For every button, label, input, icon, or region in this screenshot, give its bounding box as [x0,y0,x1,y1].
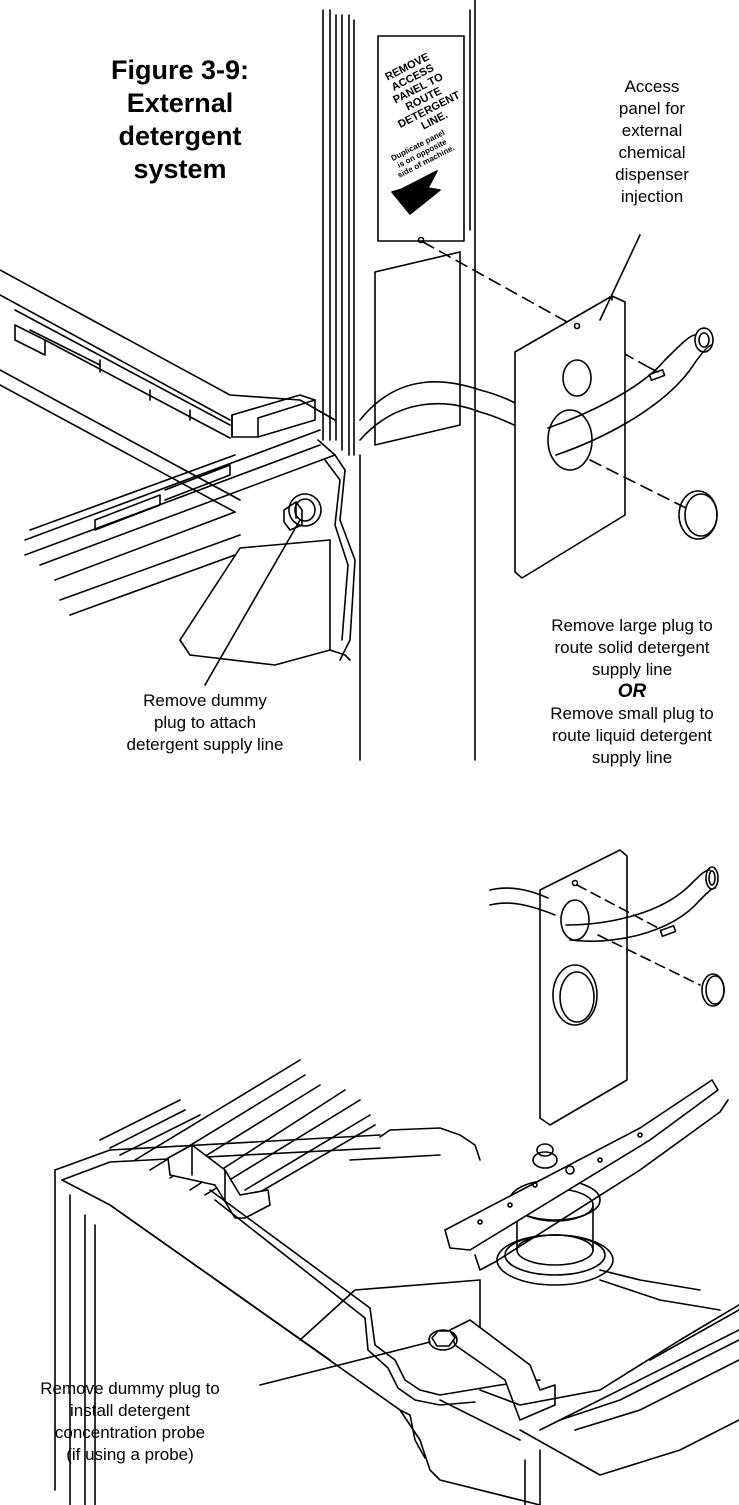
callout-plug-options: Remove large plug to route solid deterge… [532,615,732,769]
callout-line: plug to attach [153,713,257,732]
machine-frame-rack [0,269,356,666]
callout-line: chemical [618,143,686,162]
callout-line: install detergent [69,1401,191,1420]
leader-probe-plug [259,1341,431,1386]
callout-line: Access [624,77,680,96]
callout-line: external [621,121,683,140]
callout-line: detergent supply line [126,735,284,754]
tank-assembly [54,1059,739,1505]
callout-dummy-plug-probe: Remove dummy plug to install detergent c… [5,1378,255,1466]
callout-line: supply line [591,660,673,679]
figure-title-line: Figure 3-9: [110,55,250,85]
callout-line: supply line [591,748,673,767]
callout-line: Remove small plug to [550,704,714,723]
callout-dummy-plug-supply: Remove dummy plug to attach detergent su… [105,690,305,756]
callout-line: panel for [618,99,686,118]
figure-title-line: External [126,88,234,118]
figure-title: Figure 3-9: External detergent system [60,54,300,186]
callout-line: Remove dummy [143,691,267,710]
callout-line: concentration probe [54,1423,206,1442]
access-panel-lower [489,849,725,1126]
figure-title-line: system [133,154,227,184]
callout-line: injection [620,187,684,206]
figure-title-line: detergent [118,121,242,151]
callout-line: Remove large plug to [551,616,713,635]
or-label: OR [617,681,647,702]
callout-line: (if using a probe) [66,1445,194,1464]
callout-line: route solid detergent [554,638,710,657]
leader-access-panel [599,234,641,321]
callout-access-panel: Access panel for external chemical dispe… [592,76,712,208]
vertical-post [322,0,476,761]
callout-line: Remove dummy plug to [40,1379,220,1398]
callout-line: dispenser [615,165,689,184]
leader-dummy-plug [204,519,301,686]
access-panel-upper [514,295,718,579]
callout-line: route liquid detergent [552,726,712,745]
